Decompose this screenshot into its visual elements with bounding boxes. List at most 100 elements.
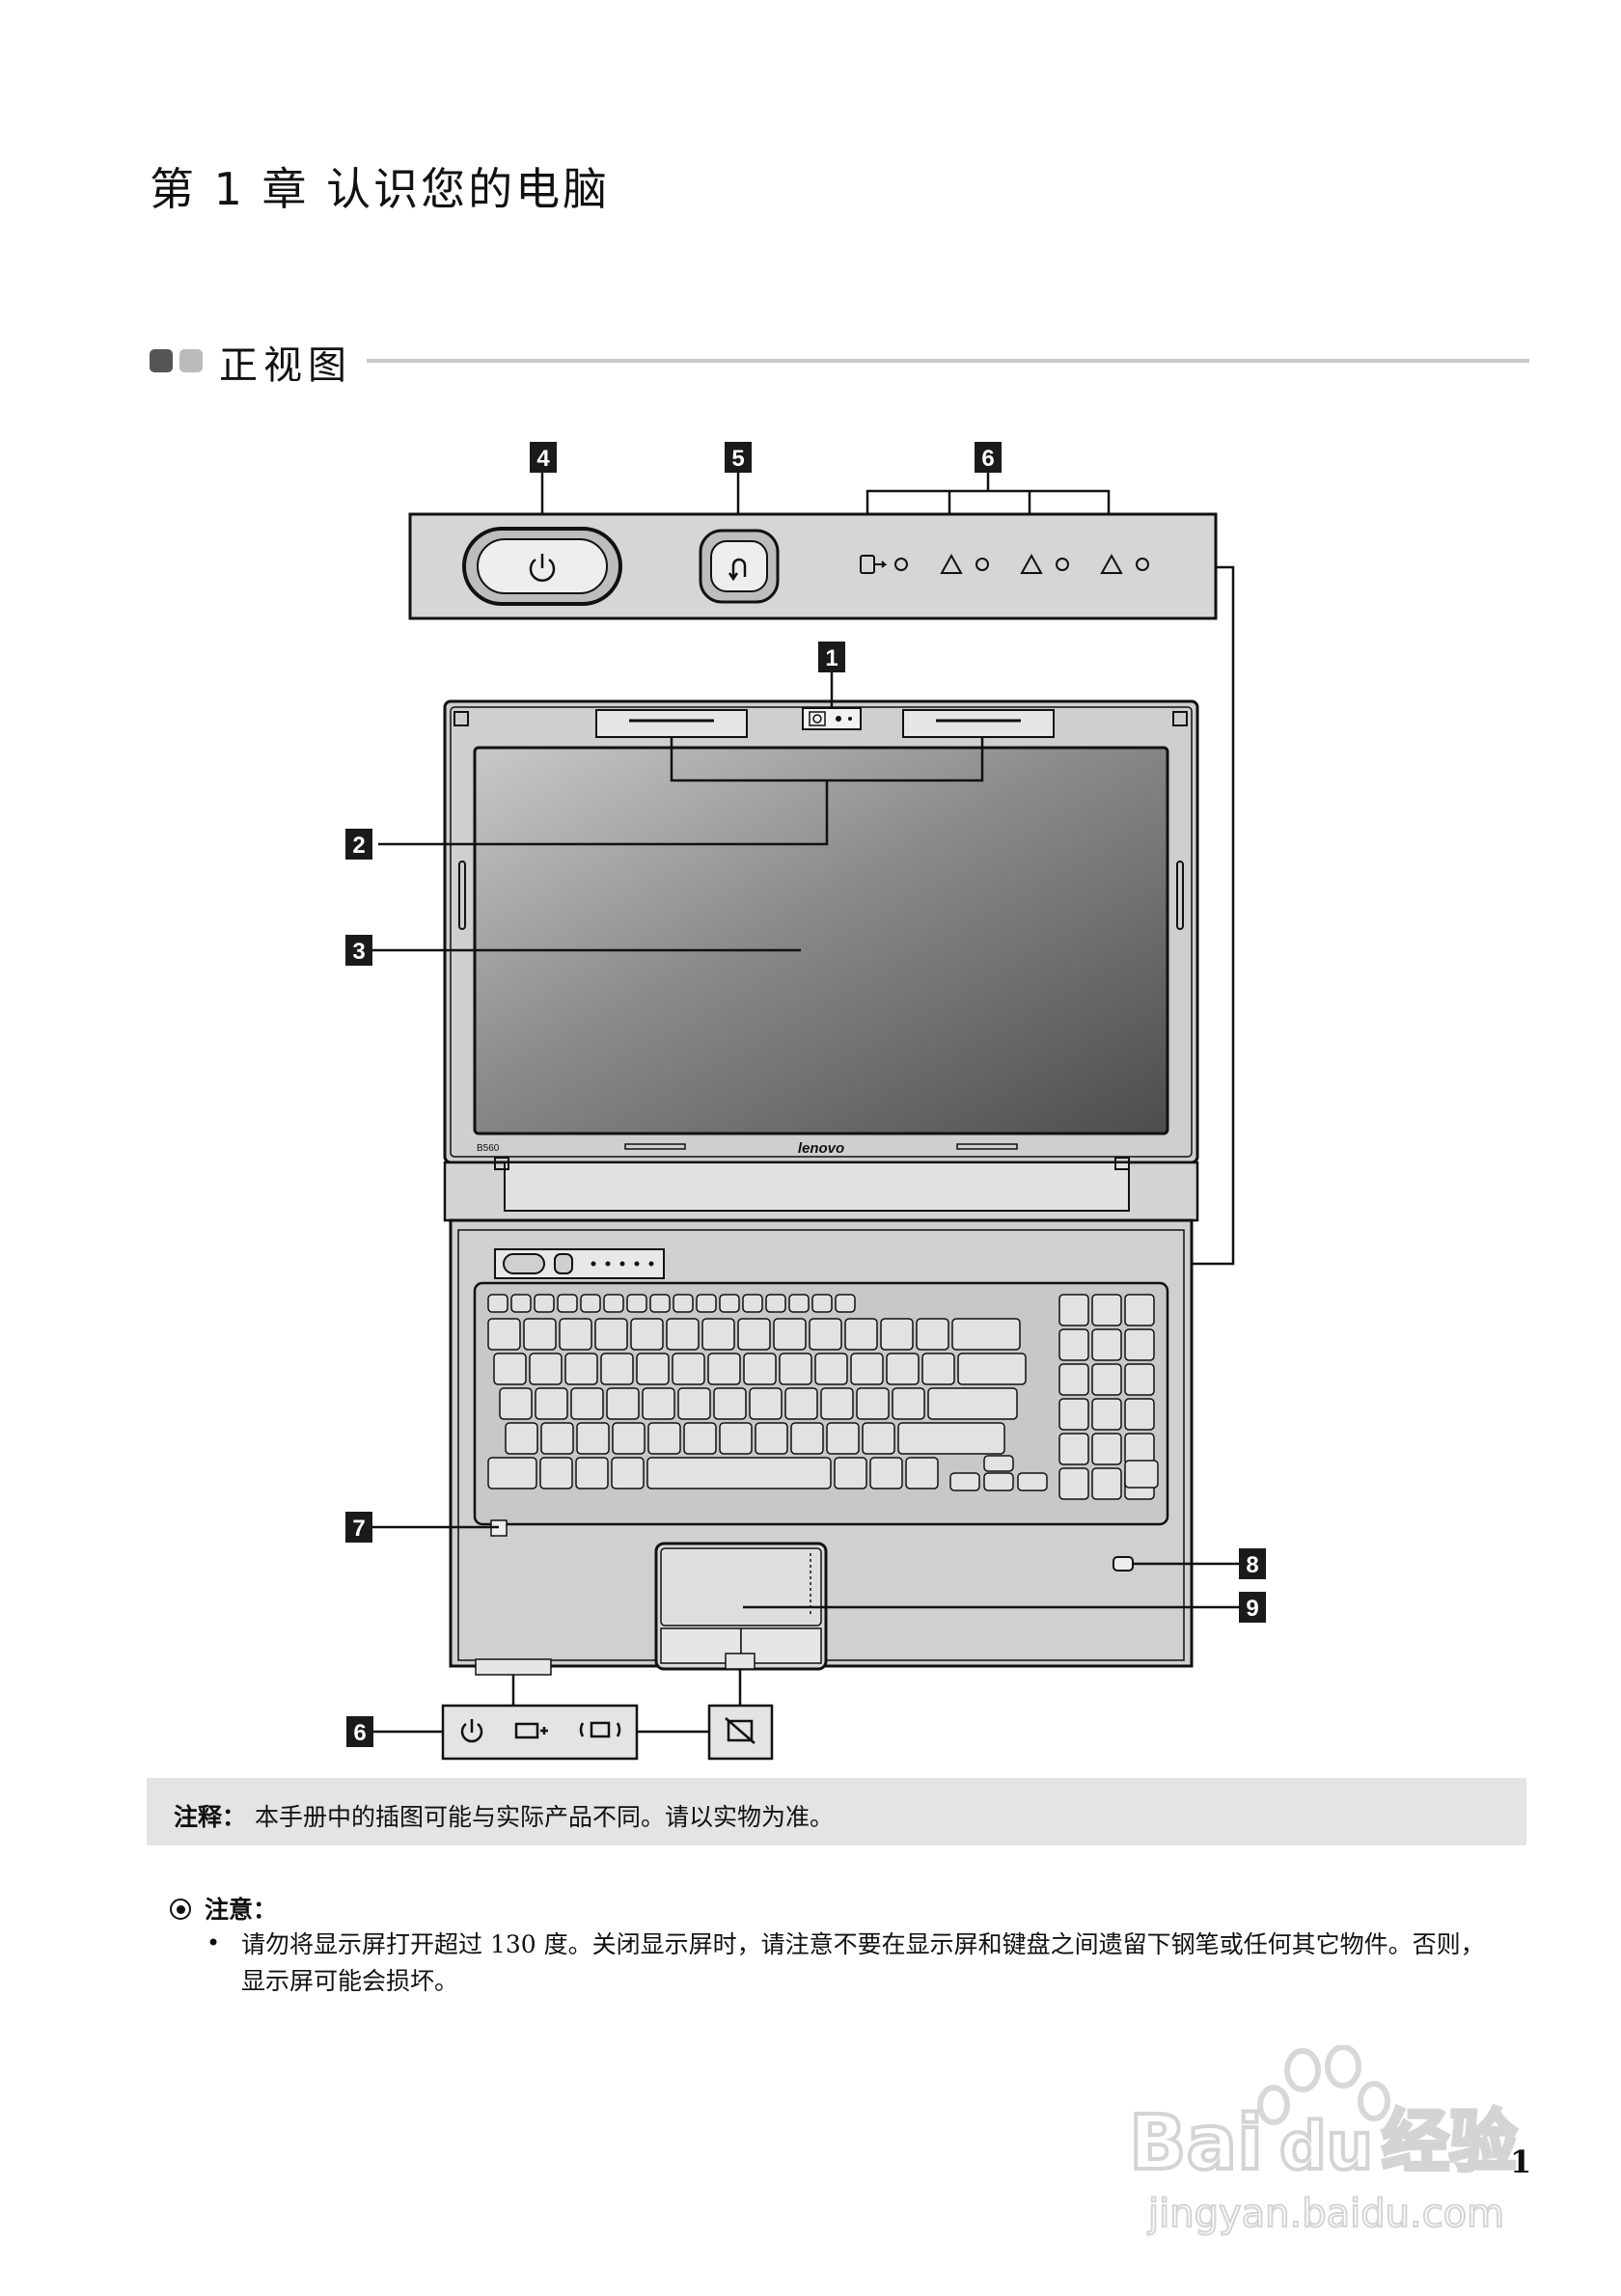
keyboard-key [683,1422,717,1455]
keyboard-key [779,1353,812,1385]
keyboard-key [666,1318,700,1351]
keyboard-key [826,1422,860,1455]
keyboard-key [1091,1467,1122,1500]
keyboard-key [529,1353,563,1385]
keyboard-key [630,1318,664,1351]
keyboard-key [696,1294,717,1313]
keyboard-key [707,1353,741,1385]
keyboard-key [1058,1363,1089,1396]
keyboard-key [957,1353,1027,1385]
keyboard-key [814,1353,848,1385]
keyboard-key [834,1457,867,1490]
section-title: 正视图 [219,343,352,388]
wireless-status-icon [579,1721,621,1738]
caution-label: 注意： [205,1896,278,1924]
watermark-brand-du: du [1279,2109,1373,2185]
keyboard-key [570,1387,604,1420]
keyboard-key [850,1353,884,1385]
svg-text:6: 6 [353,1720,366,1746]
keyboard-key [672,1353,705,1385]
keyboard-key [949,1472,980,1491]
keyboard-key [784,1387,818,1420]
section-rule [367,359,1529,363]
keyboard-key [673,1294,694,1313]
keyboard-key [892,1387,925,1420]
keyboard-key [487,1294,508,1313]
display-screen [473,746,1169,1135]
keyboard-key [677,1387,711,1420]
fingerprint-reader [1113,1556,1134,1572]
keyboard-key [523,1318,557,1351]
model-label: B560 [477,1143,500,1154]
keyboard-key [856,1387,890,1420]
section-marker-light [179,349,203,372]
keyboard-key [636,1353,670,1385]
keyboard-key [905,1457,939,1490]
keyboard-key [701,1318,735,1351]
touchpad-disabled-icon [725,1717,756,1744]
callout-4: 4 [530,442,557,473]
svg-text:4: 4 [536,446,550,472]
callout-5: 5 [725,442,752,473]
keyboard-key [897,1422,1005,1455]
svg-text:8: 8 [1246,1552,1258,1578]
keyboard-key [557,1294,578,1313]
keyboard-key [493,1353,527,1385]
power-status-icon [460,1719,483,1743]
keyboard-key [626,1294,647,1313]
keyboard-key [983,1455,1014,1472]
svg-text:3: 3 [352,939,365,965]
keyboard-key [788,1294,810,1313]
keyboard-key [487,1457,537,1490]
keyboard-key [505,1422,538,1455]
paw-logo [1257,2045,1390,2125]
keyboard-key [646,1457,832,1490]
keyboard-key [611,1457,645,1490]
keyboard-key [594,1318,628,1351]
laptop-lid: B560 lenovo [378,672,1199,1164]
keyboard-key [755,1422,788,1455]
keyboard-key [809,1318,842,1351]
keyboard-key [927,1387,1018,1420]
callout-8: 8 [1239,1548,1266,1579]
num-lock-indicator-icon [940,553,989,574]
keyboard-key [916,1318,949,1351]
callout-3: 3 [345,935,372,966]
brand-logo: lenovo [798,1140,844,1157]
keyboard-key [719,1294,740,1313]
keyboard-key [580,1294,601,1313]
caution-icon [170,1899,191,1920]
keyboard-key [1058,1294,1089,1326]
keyboard-key [499,1387,533,1420]
keyboard-key [575,1457,609,1490]
keyboard-key [1058,1328,1089,1361]
keyboard-key [534,1294,555,1313]
keyboard-key [647,1422,681,1455]
keyboard-key [1058,1467,1089,1500]
keyboard-key [564,1353,598,1385]
callout-9: 9 [1239,1592,1266,1623]
keyboard-key [743,1353,777,1385]
keyboard-key [1091,1433,1122,1465]
keyboard-key [1017,1472,1048,1491]
camera-icon [802,707,862,730]
svg-text:2: 2 [352,833,365,859]
keyboard-key [539,1457,573,1490]
keyboard-key [811,1294,833,1313]
watermark-brand: Bai [1129,2100,1263,2187]
scroll-lock-indicator-icon [1100,553,1149,574]
control-panel-enlarged [408,473,1218,620]
keyboard-key [603,1294,624,1313]
keyboard-key [1058,1398,1089,1431]
keyboard-key [742,1294,763,1313]
keyboard-key [1091,1328,1122,1361]
keyboard-key [1124,1433,1155,1465]
battery-status-icon [514,1722,548,1739]
keyboard [487,1294,1159,1500]
svg-text:6: 6 [981,446,994,472]
keyboard-key [1091,1294,1122,1326]
keyboard-key [983,1472,1014,1491]
bullet-marker: • [206,1929,221,1956]
watermark-suffix: 经验 [1382,2102,1517,2181]
keyboard-key [559,1318,592,1351]
